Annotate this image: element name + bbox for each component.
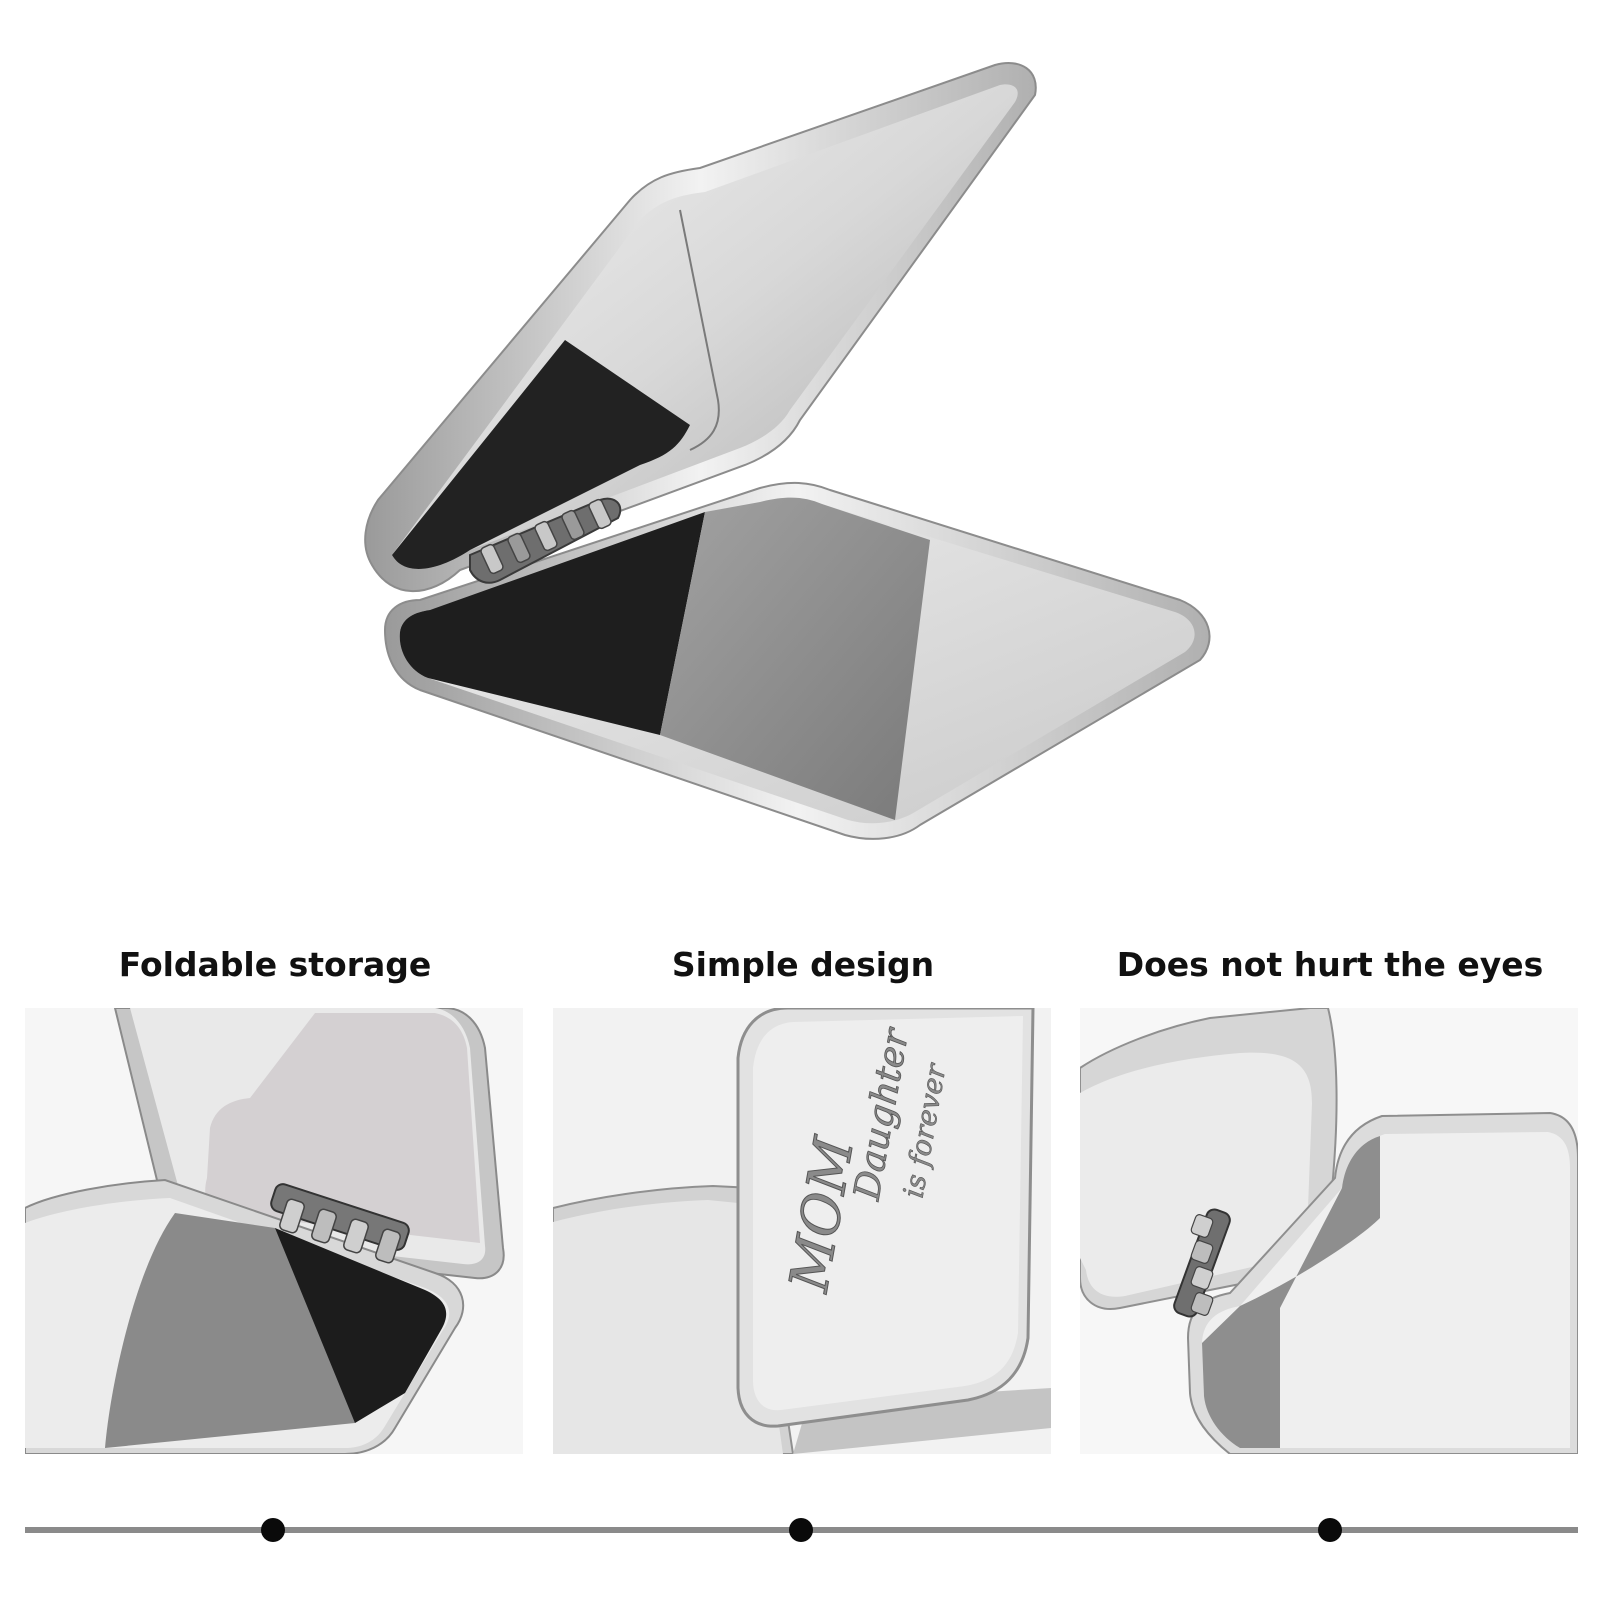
feature-image-engraved: MOM Daughter is forever [553, 1008, 1051, 1454]
hinge-icon [270, 1183, 410, 1264]
hinge-icon [469, 497, 622, 584]
caption-does-not-hurt-eyes: Does not hurt the eyes [1116, 945, 1544, 984]
engraved-mirror-lid-icon: MOM Daughter is forever [553, 1008, 1051, 1454]
engraving: MOM Daughter is forever [776, 1024, 953, 1298]
timeline-dot-icon [789, 1518, 813, 1542]
hero-mirror-image [364, 62, 1211, 840]
folding-mirror-closeup-icon [25, 1008, 523, 1454]
feature-timeline [0, 1500, 1600, 1560]
caption-simple-design: Simple design [671, 945, 935, 984]
mirror-hinge-side-view-icon [1080, 1008, 1578, 1454]
caption-foldable-storage: Foldable storage [118, 945, 432, 984]
timeline-dot-icon [1318, 1518, 1342, 1542]
timeline-dot-icon [261, 1518, 285, 1542]
feature-image-eyes [1080, 1008, 1578, 1454]
open-compact-mirror-icon [364, 62, 1211, 840]
feature-image-foldable [25, 1008, 523, 1454]
hinge-icon [1173, 1208, 1231, 1318]
